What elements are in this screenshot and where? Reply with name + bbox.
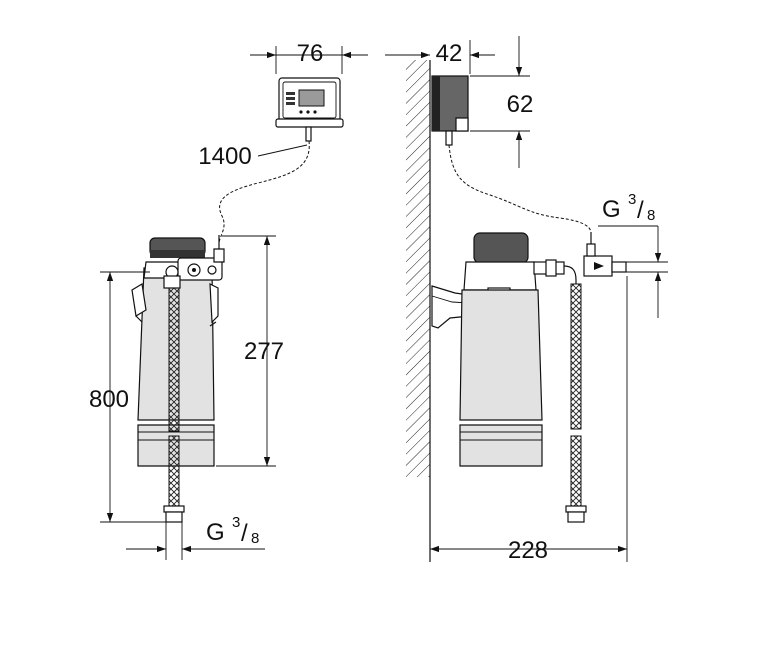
dim-cable-length: 1400 xyxy=(198,143,251,170)
svg-text:G: G xyxy=(602,196,621,223)
display-unit-side xyxy=(431,75,469,146)
thread-label-left: G 3 / 8 xyxy=(206,514,259,547)
dim-hose-length: 800 xyxy=(89,386,129,413)
svg-text:8: 8 xyxy=(251,530,259,547)
svg-text:3: 3 xyxy=(232,514,240,531)
dim-filter-height: 277 xyxy=(244,338,284,365)
dim-display-depth: 42 xyxy=(436,40,463,67)
dim-display-height: 62 xyxy=(507,91,534,118)
dim-display-width: 76 xyxy=(297,40,324,67)
svg-text:3: 3 xyxy=(628,191,636,208)
signal-cable-side xyxy=(448,144,592,233)
dim-side-depth: 228 xyxy=(508,537,548,564)
svg-text:/: / xyxy=(637,197,644,224)
svg-text:/: / xyxy=(241,520,248,547)
display-unit-front xyxy=(275,77,344,142)
filter-housing-front xyxy=(131,235,225,523)
front-view xyxy=(131,77,344,523)
signal-cable-front xyxy=(218,140,310,245)
svg-text:G: G xyxy=(206,519,225,546)
filter-housing-side xyxy=(459,232,627,523)
thread-label-right: G 3 / 8 xyxy=(602,191,655,224)
wall-section xyxy=(406,60,430,477)
dimension-lines xyxy=(100,36,668,562)
side-view xyxy=(406,60,627,562)
svg-text:8: 8 xyxy=(647,207,655,224)
